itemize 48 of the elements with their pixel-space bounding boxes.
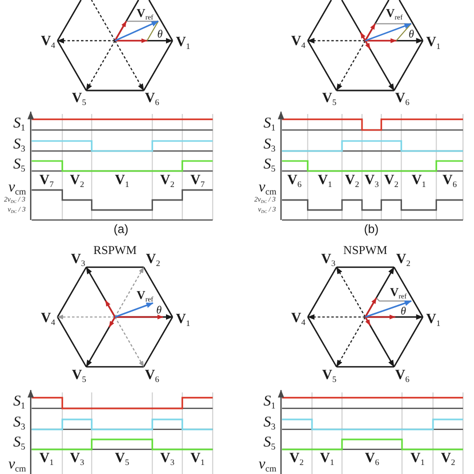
axis-label: v$_{cm}$ <box>8 458 26 472</box>
switch-signal-label: S$_{1}$ <box>264 116 276 132</box>
reference-vector-label: V$_{ref}$ <box>136 7 154 19</box>
vector-label: V$_{5}$ <box>72 368 86 382</box>
vector-label: V$_{1}$ <box>176 36 190 50</box>
vector-label: V$_{5}$ <box>322 92 336 106</box>
switch-signal-label: S$_{3}$ <box>13 416 26 431</box>
angle-label: θ <box>408 30 414 41</box>
panel-caption: (b) <box>364 223 379 235</box>
switch-signal-label: S$_{5}$ <box>264 158 276 172</box>
vector-label: V$_{6}$ <box>144 368 160 382</box>
vector-label: V$_{4}$ <box>291 312 306 326</box>
panel-caption: (a) <box>114 223 128 235</box>
switch-signal-label: S$_{3}$ <box>264 416 276 431</box>
axis-label: v$_{cm}$ <box>8 180 26 196</box>
vector-label: V$_{2}$ <box>396 253 410 267</box>
axis-label: v$_{cm}$ <box>258 458 276 472</box>
switch-signal-label: S$_{3}$ <box>13 138 26 152</box>
vector-label: V$_{6}$ <box>144 92 160 106</box>
panel-title: NSPWM <box>343 244 388 256</box>
switch-signal-label: S$_{1}$ <box>13 116 26 132</box>
axis-label: v$_{cm}$ <box>258 180 276 196</box>
angle-label: θ <box>400 306 406 317</box>
vector-label: V$_{4}$ <box>40 35 56 50</box>
vector-label: V$_{6}$ <box>395 368 410 382</box>
reference-vector-label: V$_{ref}$ <box>136 289 154 301</box>
angle-label: θ <box>157 30 163 41</box>
switch-signal-label: S$_{1}$ <box>264 394 276 410</box>
panel-title: RSPWM <box>93 244 137 256</box>
reference-vector-label: V$_{ref}$ <box>390 286 407 298</box>
switch-signal-label: S$_{5}$ <box>13 436 26 451</box>
vector-label: V$_{4}$ <box>291 35 306 50</box>
switch-signal-label: S$_{5}$ <box>264 436 276 451</box>
vector-label: V$_{4}$ <box>40 312 56 326</box>
switch-signal-label: S$_{5}$ <box>13 158 26 172</box>
switch-signal-label: S$_{3}$ <box>264 138 276 152</box>
angle-label: θ <box>156 306 162 316</box>
reference-vector-label: V$_{ref}$ <box>386 7 403 20</box>
vector-label: V$_{1}$ <box>176 312 190 326</box>
vector-label: V$_{3}$ <box>70 253 86 267</box>
vector-label: V$_{1}$ <box>426 36 440 50</box>
vector-label: V$_{2}$ <box>146 253 160 267</box>
switch-signal-label: S$_{1}$ <box>13 394 26 410</box>
vector-label: V$_{5}$ <box>322 368 336 382</box>
vector-label: V$_{3}$ <box>321 253 336 267</box>
vector-label: V$_{6}$ <box>395 92 410 106</box>
vector-label: V$_{1}$ <box>426 312 440 326</box>
vector-label: V$_{5}$ <box>72 92 86 106</box>
